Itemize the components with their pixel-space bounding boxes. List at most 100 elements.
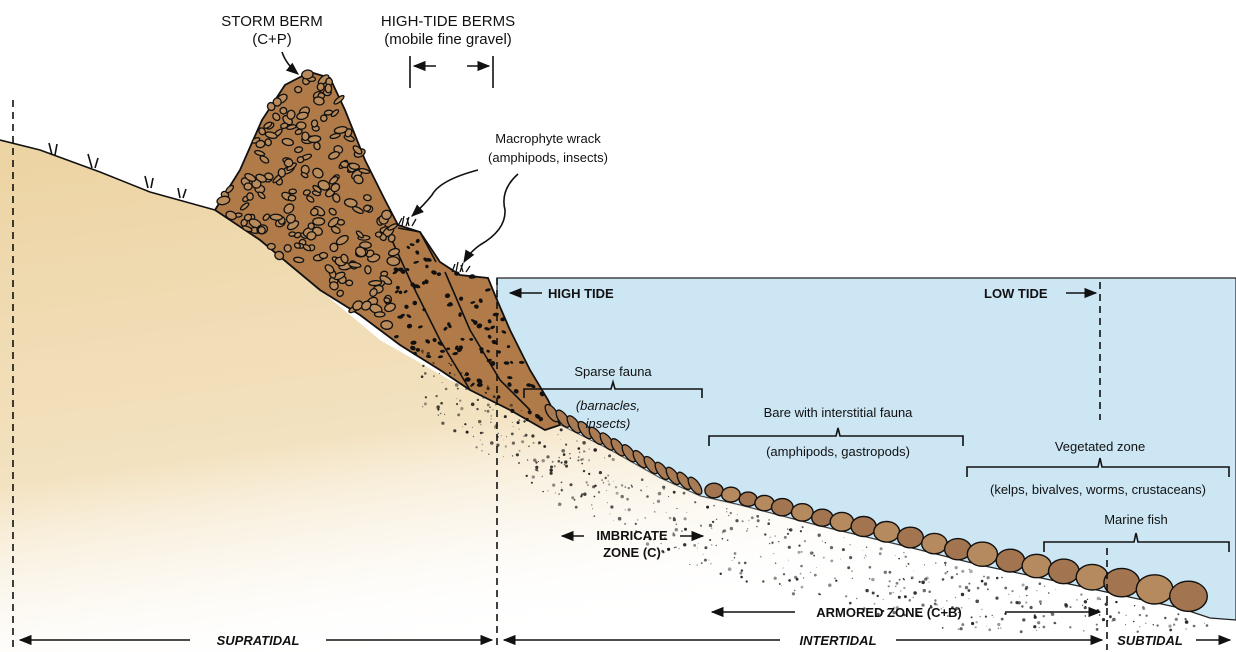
sediment-grain: [1019, 596, 1020, 597]
sediment-grain: [1008, 594, 1009, 595]
sediment-grain: [519, 450, 521, 452]
gravel-clast: [311, 120, 318, 128]
sediment-grain: [512, 422, 513, 423]
wrack-pointer-2: [464, 174, 518, 262]
sediment-grain: [716, 545, 717, 546]
sediment-grain: [578, 456, 580, 458]
sediment-grain: [542, 476, 543, 477]
sediment-grain: [582, 458, 584, 460]
sediment-grain: [521, 410, 522, 411]
sediment-grain: [975, 600, 979, 604]
sediment-grain: [581, 463, 583, 465]
sediment-grain: [789, 528, 792, 531]
sediment-grain: [1026, 595, 1027, 596]
sediment-grain: [727, 540, 728, 541]
sediment-grain: [1145, 623, 1147, 625]
sediment-grain: [608, 454, 611, 457]
sediment-grain: [748, 520, 749, 521]
sediment-grain: [441, 422, 444, 425]
sediment-grain: [558, 493, 559, 494]
sediment-grain: [801, 586, 804, 589]
sediment-grain: [830, 560, 833, 563]
sediment-grain: [589, 449, 590, 450]
sediment-grain: [482, 397, 484, 399]
sediment-grain: [722, 538, 724, 540]
gravel-clast: [289, 189, 296, 194]
sediment-grain: [879, 552, 882, 555]
sediment-grain: [804, 540, 806, 542]
sediment-grain: [730, 512, 732, 514]
sediment-grain: [851, 570, 852, 571]
high-tide-berms-extent-marker: [410, 56, 493, 88]
sediment-grain: [1055, 589, 1056, 590]
sediment-grain: [1070, 606, 1072, 608]
gravel-clast: [302, 132, 309, 141]
sediment-grain: [512, 455, 513, 456]
sediment-grain: [662, 486, 665, 489]
sediment-grain: [454, 374, 455, 375]
sediment-grain: [1185, 628, 1187, 630]
sediment-grain: [977, 587, 980, 590]
sediment-grain: [459, 400, 461, 402]
sediment-grain: [476, 408, 478, 410]
sediment-grain: [1085, 606, 1086, 607]
sediment-grain: [607, 502, 608, 503]
sediment-grain: [1020, 630, 1023, 633]
sediment-grain: [538, 461, 539, 462]
sediment-grain: [1021, 605, 1023, 607]
sediment-grain: [985, 616, 987, 618]
sediment-grain: [975, 626, 977, 628]
sediment-grain: [816, 567, 817, 568]
sediment-grain: [607, 475, 609, 477]
sediment-grain: [588, 473, 590, 475]
gravel-clast: [313, 218, 325, 226]
sediment-grain: [457, 388, 459, 390]
gravel-clast: [364, 265, 371, 274]
sediment-grain: [996, 577, 999, 580]
sediment-grain: [583, 470, 585, 472]
sediment-grain: [1102, 618, 1105, 621]
sediment-grain: [481, 450, 483, 452]
sediment-grain: [744, 562, 747, 565]
sediment-grain: [608, 481, 609, 482]
gravel-clast: [308, 135, 321, 143]
sediment-grain: [449, 372, 451, 374]
sediment-grain: [1011, 590, 1013, 592]
sediment-grain: [896, 582, 899, 585]
sediment-grain: [849, 544, 850, 545]
sediment-grain: [852, 578, 853, 579]
sediment-grain: [1022, 584, 1025, 587]
sediment-grain: [1173, 624, 1175, 626]
sediment-grain: [571, 496, 574, 499]
sediment-grain: [480, 440, 481, 441]
sediment-grain: [812, 552, 813, 553]
sediment-grain: [624, 523, 626, 525]
sediment-grain: [422, 365, 424, 367]
sediment-grain: [794, 576, 797, 579]
sediment-grain: [555, 492, 556, 493]
sediment-grain: [1039, 627, 1040, 628]
sediment-grain: [424, 402, 427, 405]
sediment-grain: [995, 597, 998, 600]
sediment-grain: [700, 525, 702, 527]
sediment-grain: [646, 495, 649, 498]
sediment-grain: [981, 609, 982, 610]
sediment-grain: [1134, 605, 1135, 606]
sediment-grain: [498, 433, 499, 434]
gravel-clast: [244, 183, 252, 191]
sediment-grain: [1048, 592, 1050, 594]
armor-cobble: [1022, 554, 1051, 577]
gravel-clast: [319, 252, 327, 258]
armor-cobble: [922, 533, 947, 553]
sediment-grain: [913, 597, 914, 598]
sediment-grain: [788, 579, 791, 582]
sediment-grain: [625, 509, 626, 510]
sediment-grain: [613, 481, 614, 482]
sediment-grain: [482, 444, 483, 445]
sediment-grain: [1082, 605, 1083, 606]
sediment-grain: [783, 568, 784, 569]
sediment-grain: [787, 533, 789, 535]
sediment-grain: [564, 460, 567, 463]
sediment-grain: [813, 555, 815, 557]
sediment-grain: [738, 562, 740, 564]
